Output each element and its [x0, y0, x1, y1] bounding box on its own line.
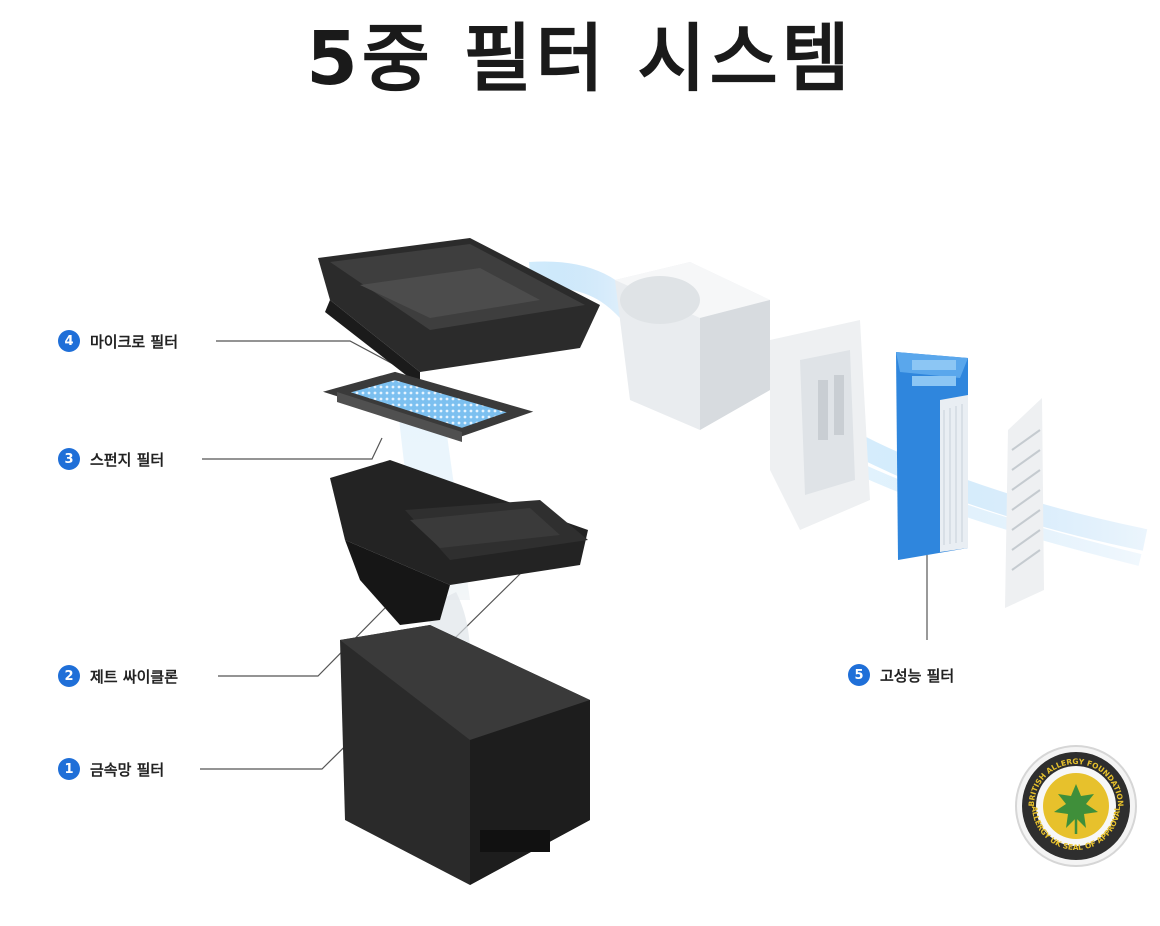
badge-5: 5: [848, 664, 870, 686]
badge-3: 3: [58, 448, 80, 470]
outlet-grille: [1005, 398, 1044, 608]
callout-sponge-filter: 3 스펀지 필터: [58, 448, 164, 470]
leaf-icon: [1054, 784, 1098, 828]
label-sponge-filter: 스펀지 필터: [90, 450, 165, 469]
micro-filter: [322, 371, 534, 442]
badge-2: 2: [58, 665, 80, 687]
badge-1: 1: [58, 758, 80, 780]
label-high-performance-filter: 고성능 필터: [880, 666, 955, 685]
badge-4: 4: [58, 330, 80, 352]
dust-bin: [340, 625, 590, 885]
leader-line-4: [216, 340, 409, 373]
top-lid: [318, 238, 600, 386]
white-bracket: [770, 320, 870, 530]
callout-high-performance-filter: 5 고성능 필터: [848, 664, 954, 686]
label-jet-cyclone: 제트 싸이클론: [90, 667, 179, 686]
callout-jet-cyclone: 2 제트 싸이클론: [58, 665, 178, 687]
leader-line-3: [202, 437, 383, 460]
callout-metal-mesh-filter: 1 금속망 필터: [58, 758, 164, 780]
white-motor-housing: [615, 262, 770, 430]
leader-line-2: [218, 607, 386, 677]
label-metal-mesh-filter: 금속망 필터: [90, 760, 165, 779]
page-title: 5중 필터 시스템: [306, 16, 854, 102]
high-performance-filter: [896, 352, 968, 560]
label-micro-filter: 마이크로 필터: [90, 332, 179, 351]
allergy-uk-seal-logo: BRITISH ALLERGY FOUNDATION ALLERGY UK SE…: [1015, 745, 1137, 867]
jet-cyclone-module: [330, 460, 588, 625]
callout-micro-filter: 4 마이크로 필터: [58, 330, 178, 352]
